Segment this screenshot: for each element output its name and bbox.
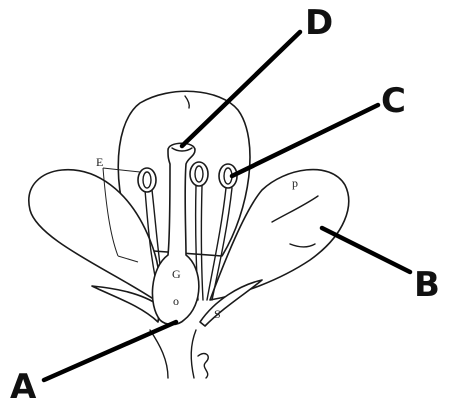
leader-a: [44, 322, 176, 380]
leader-b: [322, 228, 410, 272]
label-d: D: [305, 3, 333, 43]
mark-p: p: [292, 176, 298, 190]
label-b: B: [414, 265, 440, 305]
mark-g: G: [172, 267, 181, 281]
leader-c: [232, 105, 378, 176]
mark-o: o: [173, 294, 179, 308]
pedicel-scribble: [198, 354, 208, 378]
receptacle: [150, 330, 168, 378]
mark-s: S: [214, 307, 221, 321]
label-c: C: [381, 81, 406, 121]
label-a: A: [10, 367, 37, 406]
mark-e: E: [96, 155, 103, 169]
